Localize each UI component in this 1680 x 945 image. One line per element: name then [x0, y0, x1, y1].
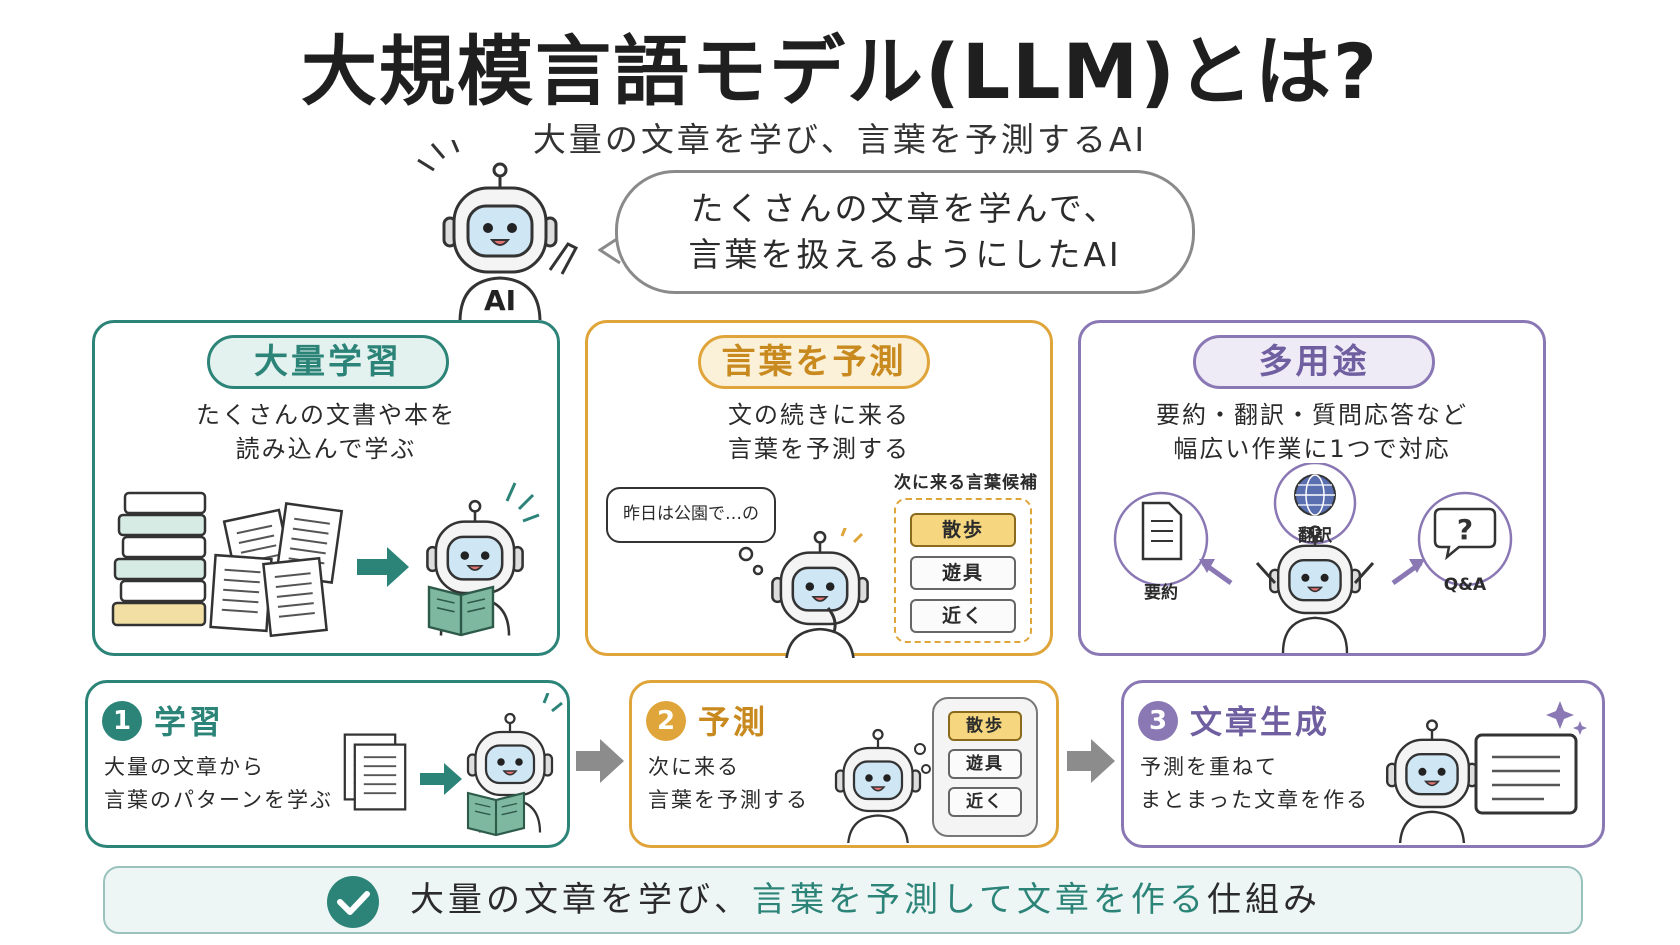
intro-bubble-line-1: たくさんの文章を学んで、 — [690, 189, 1120, 228]
step-3-illustration — [1385, 701, 1587, 843]
step-2-line-1: 次に来る — [648, 755, 740, 779]
summary-text: 大量の文章を学び、言葉を予測して文章を作る仕組み — [410, 870, 1321, 930]
candidate-chip-2: 遊具 — [910, 556, 1016, 590]
candidates-box — [894, 498, 1032, 643]
card-multipurpose-label: 多用途 — [1193, 335, 1435, 389]
card-mass-learning-line-2: 読み込んで学ぶ — [235, 435, 417, 463]
step-1-illustration — [343, 693, 563, 837]
card-multipurpose-line-1: 要約・翻訳・質問応答など — [1156, 401, 1468, 429]
step-arrow-2 — [1067, 739, 1115, 783]
step-2-title: 予測 — [698, 703, 769, 741]
card-word-prediction-label: 言葉を予測 — [698, 335, 930, 389]
ai-robot-illustration: AI — [417, 140, 579, 320]
check-icon — [327, 876, 379, 928]
thinking-robot-illustration — [738, 528, 869, 658]
step-2-number: 2 — [646, 701, 686, 741]
step-1-number: 1 — [102, 701, 142, 741]
card-mass-learning: 大量学習 たくさんの文書や本を 読み込んで学ぶ — [92, 320, 560, 656]
candidates-label: 次に来る言葉候補 — [894, 473, 1038, 493]
step-2-robot-illustration — [834, 728, 931, 843]
question-icon: ? — [1433, 507, 1497, 561]
step-2-card: 2 予測 次に来る 言葉を予測する 散歩 遊具 近く — [629, 680, 1059, 848]
summary-icon-label: 要約 — [1144, 583, 1178, 603]
step-3-number: 3 — [1138, 701, 1178, 741]
step-2-line-2: 言葉を予測する — [648, 788, 809, 812]
step-3-line-1: 予測を重ねて — [1140, 755, 1278, 779]
intro-speech-bubble: たくさんの文章を学んで、 言葉を扱えるようにしたAI — [615, 170, 1195, 294]
card-mass-learning-label: 大量学習 — [207, 335, 449, 389]
candidate-chip-3: 近く — [910, 599, 1016, 633]
globe-icon — [1294, 474, 1336, 516]
step-2-candidate-3: 近く — [948, 787, 1022, 817]
step-1-title: 学習 — [154, 703, 225, 741]
card-word-prediction: 言葉を予測 文の続きに来る 言葉を予測する 昨日は公園で…の 次に来る言葉候補 … — [585, 320, 1053, 658]
page-title: 大規模言語モデル(LLM)とは? — [300, 27, 1380, 116]
intro-bubble-line-2: 言葉を扱えるようにしたAI — [688, 235, 1122, 274]
arrow-right-icon — [357, 547, 409, 587]
example-sentence-bubble: 昨日は公園で…の — [606, 487, 776, 543]
step-1-line-2: 言葉のパターンを学ぶ — [104, 788, 333, 812]
qa-icon-label: Q&A — [1443, 575, 1487, 595]
book-stack-icon — [111, 491, 207, 627]
step-2-candidate-1: 散歩 — [948, 711, 1022, 741]
document-screen-icon — [1474, 733, 1578, 815]
document-icon — [1141, 501, 1183, 561]
step-3-line-2: まとまった文章を作る — [1140, 788, 1370, 812]
step-1-card: 1 学習 大量の文章から 言葉のパターンを学ぶ — [85, 680, 570, 848]
step-2-candidate-2: 遊具 — [948, 749, 1022, 779]
step-arrow-1 — [576, 739, 624, 783]
summary-part-2: 言葉を予測して文章を作る — [752, 880, 1207, 920]
card-mass-learning-line-1: たくさんの文書や本を — [196, 401, 456, 429]
paper-pile-icon — [209, 502, 343, 637]
page-subtitle: 大量の文章を学び、言葉を予測するAI — [532, 120, 1148, 159]
svg-text:?: ? — [1457, 513, 1473, 546]
step-3-card: 3 文章生成 予測を重ねて まとまった文章を作る — [1121, 680, 1605, 848]
card-word-prediction-line-1: 文の続きに来る — [728, 401, 910, 429]
candidate-chip-1: 散歩 — [910, 513, 1016, 547]
translate-icon-label: 翻訳 — [1298, 526, 1332, 546]
books-and-robot-illustration — [111, 482, 540, 637]
card-word-prediction-line-2: 言葉を予測する — [728, 435, 910, 463]
step-1-line-1: 大量の文章から — [104, 755, 265, 779]
card-multipurpose-line-2: 幅広い作業に1つで対応 — [1173, 435, 1451, 463]
step-3-title: 文章生成 — [1190, 703, 1331, 741]
arrow-right-icon — [420, 763, 462, 795]
card-multipurpose: 多用途 要約・翻訳・質問応答など 幅広い作業に1つで対応 ? 要 — [1078, 320, 1546, 656]
sparkle-icon — [1546, 701, 1574, 729]
summary-part-1: 大量の文章を学び、 — [410, 880, 752, 920]
summary-part-3: 仕組み — [1206, 880, 1321, 920]
multipurpose-illustration: ? — [1113, 463, 1513, 653]
ai-robot-label: AI — [484, 284, 516, 317]
